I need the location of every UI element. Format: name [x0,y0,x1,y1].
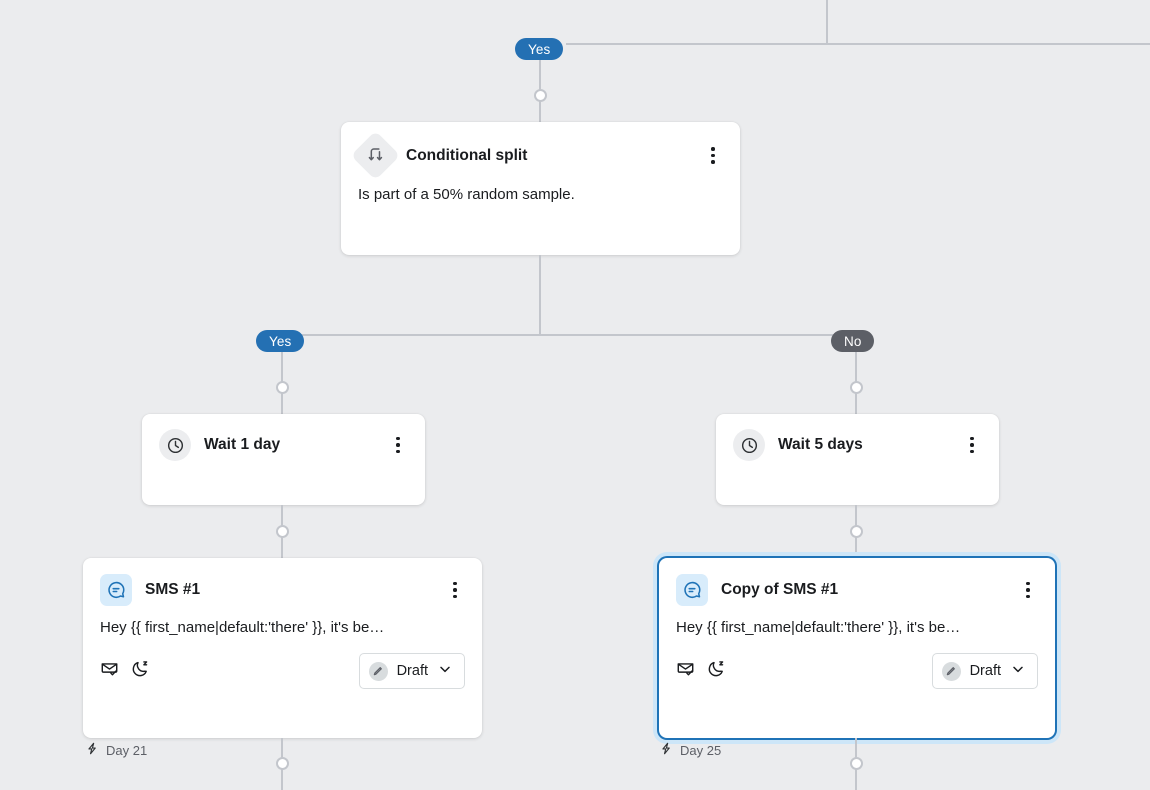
card-body-text: Hey {{ first_name|default:'there' }}, it… [676,619,961,636]
card-title: Conditional split [406,146,528,164]
connector-node-dot[interactable] [534,89,547,102]
connector-node-dot[interactable] [276,757,289,770]
draft-pencil-icon [941,661,961,681]
card-title: SMS #1 [145,581,201,598]
card-header: SMS #1 [83,558,482,606]
card-body-text: Hey {{ first_name|default:'there' }}, it… [100,619,385,636]
connector-node-dot[interactable] [850,525,863,538]
draft-pencil-icon [368,661,388,681]
connector-vertical-upper-right [826,0,828,44]
status-dropdown-draft[interactable]: Draft [358,653,465,689]
card-title: Wait 5 days [778,436,863,453]
day-label-text: Day 25 [680,742,722,758]
split-arrows-icon [350,130,401,181]
status-label: Draft [969,663,1001,679]
branch-label-no-right[interactable]: No [831,330,875,352]
card-footer-icons [676,659,726,683]
clock-icon [159,429,191,461]
clock-icon [733,429,765,461]
connector-split-stem [539,255,541,336]
card-title: Wait 1 day [204,436,281,453]
card-header: Copy of SMS #1 [659,558,1055,606]
sms-chat-bubble-icon [100,574,132,606]
day-label-right: Day 25 [660,742,721,758]
card-footer-icons [100,659,150,683]
connector-node-dot[interactable] [276,381,289,394]
connector-node-dot[interactable] [850,381,863,394]
connector-node-dot[interactable] [276,525,289,538]
status-dropdown-draft[interactable]: Draft [931,653,1038,689]
kebab-menu-icon[interactable] [385,432,411,458]
connector-split-bar [282,334,858,336]
node-card-conditional-split[interactable]: Conditional split Is part of a 50% rando… [341,122,740,255]
day-label-text: Day 21 [106,742,148,758]
smart-sending-envelope-check-icon[interactable] [100,659,119,683]
kebab-menu-icon[interactable] [700,143,726,169]
status-label: Draft [396,663,428,679]
card-header: Wait 5 days [716,414,999,475]
quiet-hours-moon-icon[interactable] [131,659,150,683]
connector-horizontal-top [566,43,1150,45]
node-card-wait-5-days[interactable]: Wait 5 days [716,414,999,505]
day-label-left: Day 21 [86,742,147,758]
node-card-wait-1-day[interactable]: Wait 1 day [142,414,425,505]
node-card-copy-of-sms-1[interactable]: Copy of SMS #1 Hey {{ first_name|default… [659,558,1055,738]
branch-label-yes-left[interactable]: Yes [256,330,305,352]
kebab-menu-icon[interactable] [442,577,468,603]
branch-label-yes-top[interactable]: Yes [515,38,564,60]
card-header: Wait 1 day [142,414,425,475]
sms-chat-bubble-icon [676,574,708,606]
card-footer: Draft [83,636,482,705]
node-card-sms-1[interactable]: SMS #1 Hey {{ first_name|default:'there'… [83,558,482,738]
card-footer: Draft [659,636,1055,705]
connector-node-dot[interactable] [850,757,863,770]
card-header: Conditional split [341,122,740,181]
smart-sending-envelope-check-icon[interactable] [676,659,695,683]
chevron-down-icon[interactable] [1010,661,1026,682]
lightning-bolt-icon [660,742,673,758]
chevron-down-icon[interactable] [437,661,453,682]
kebab-menu-icon[interactable] [959,432,985,458]
card-body-text: Is part of a 50% random sample. [358,186,575,203]
quiet-hours-moon-icon[interactable] [707,659,726,683]
lightning-bolt-icon [86,742,99,758]
card-title: Copy of SMS #1 [721,581,839,598]
kebab-menu-icon[interactable] [1015,577,1041,603]
